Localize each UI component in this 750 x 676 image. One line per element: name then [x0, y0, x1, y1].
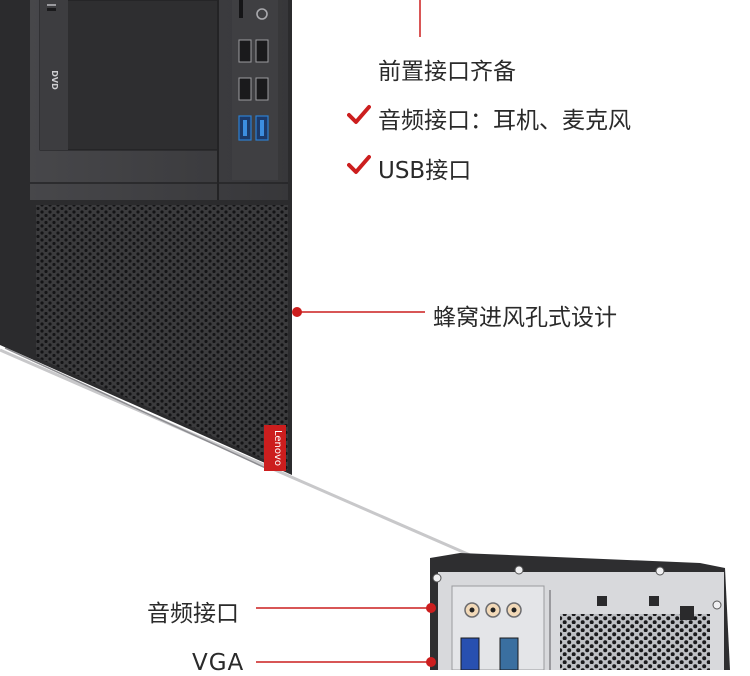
feature-usb: USB接口: [378, 158, 472, 184]
feature-audio: 音频接口：耳机、麦克风: [378, 108, 631, 134]
honeycomb-grille: [36, 205, 288, 470]
tower-front: Lenovo DVD: [0, 0, 292, 475]
rear-vga-label: VGA: [192, 650, 245, 676]
checkmark-icon: [347, 105, 371, 124]
tower-rear: [430, 553, 730, 670]
vga-callout-dot: [426, 657, 436, 667]
rear-audio-jacks: [464, 602, 522, 618]
lenovo-badge: [264, 425, 286, 471]
front-usb-ports: [238, 39, 269, 141]
rear-audio-label: 音频接口: [147, 601, 239, 627]
front-panel-title: 前置接口齐备: [378, 59, 516, 85]
rear-vga-port: [460, 637, 519, 670]
checkmark-icon: [347, 155, 371, 174]
floor-edge-bottom: [4, 347, 271, 471]
rear-fan-grille: [560, 614, 710, 670]
honeycomb-label: 蜂窝进风孔式设计: [433, 305, 617, 331]
honeycomb-callout-dot: [292, 307, 302, 317]
audio-callout-dot: [426, 603, 436, 613]
lenovo-logo-text: Lenovo: [272, 430, 283, 466]
floor-edge: [0, 348, 471, 557]
dvd-logo: DVD: [50, 70, 59, 90]
